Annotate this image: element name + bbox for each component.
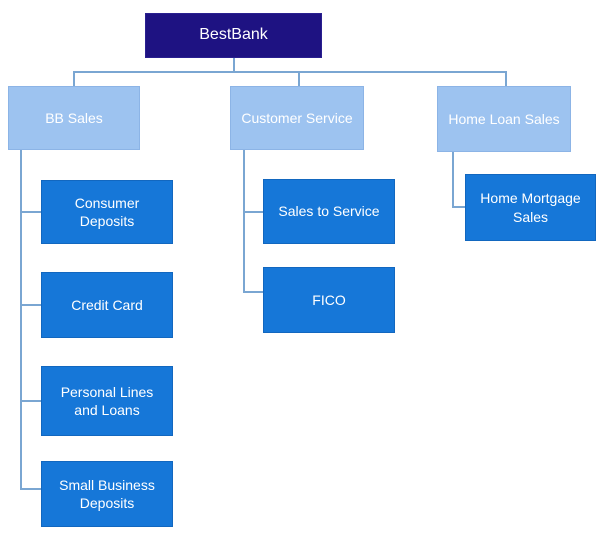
node-small-business-deposits: Small Business Deposits: [41, 461, 173, 527]
connector-drop-bb-sales: [73, 71, 75, 86]
connector-stub-personal-lines: [20, 400, 41, 402]
connector-home-loan-spine: [452, 152, 454, 208]
connector-bb-sales-spine: [20, 150, 22, 490]
connector-stub-fico: [243, 291, 263, 293]
connector-root-drop: [233, 58, 235, 71]
node-home-loan-sales: Home Loan Sales: [437, 86, 571, 152]
connector-stub-small-business: [20, 488, 41, 490]
node-customer-service: Customer Service: [230, 86, 364, 150]
node-personal-lines-and-loans-label: Personal Lines and Loans: [60, 383, 154, 418]
node-consumer-deposits-label: Consumer Deposits: [74, 194, 140, 229]
node-bestbank-label: BestBank: [199, 26, 268, 44]
connector-drop-customer-service: [298, 71, 300, 86]
node-consumer-deposits: Consumer Deposits: [41, 180, 173, 244]
node-small-business-deposits-label: Small Business Deposits: [59, 476, 155, 511]
node-customer-service-label: Customer Service: [241, 109, 353, 126]
node-credit-card-label: Credit Card: [71, 296, 143, 313]
node-fico-label: FICO: [312, 291, 346, 308]
node-credit-card: Credit Card: [41, 272, 173, 338]
node-personal-lines-and-loans: Personal Lines and Loans: [41, 366, 173, 436]
node-fico: FICO: [263, 267, 395, 333]
connector-main-horizontal: [73, 71, 507, 73]
node-home-loan-sales-label: Home Loan Sales: [448, 110, 560, 127]
connector-stub-credit-card: [20, 304, 41, 306]
connector-stub-consumer-deposits: [20, 211, 41, 213]
node-sales-to-service: Sales to Service: [263, 179, 395, 244]
connector-stub-home-mortgage: [452, 206, 465, 208]
node-bestbank: BestBank: [145, 13, 322, 58]
connector-drop-home-loan-sales: [505, 71, 507, 86]
node-sales-to-service-label: Sales to Service: [278, 203, 380, 220]
node-home-mortgage-sales-label: Home Mortgage Sales: [480, 190, 581, 225]
node-bb-sales-label: BB Sales: [45, 109, 103, 126]
connector-customer-service-spine: [243, 150, 245, 293]
node-bb-sales: BB Sales: [8, 86, 140, 150]
node-home-mortgage-sales: Home Mortgage Sales: [465, 174, 596, 241]
connector-stub-sales-to-service: [243, 211, 263, 213]
